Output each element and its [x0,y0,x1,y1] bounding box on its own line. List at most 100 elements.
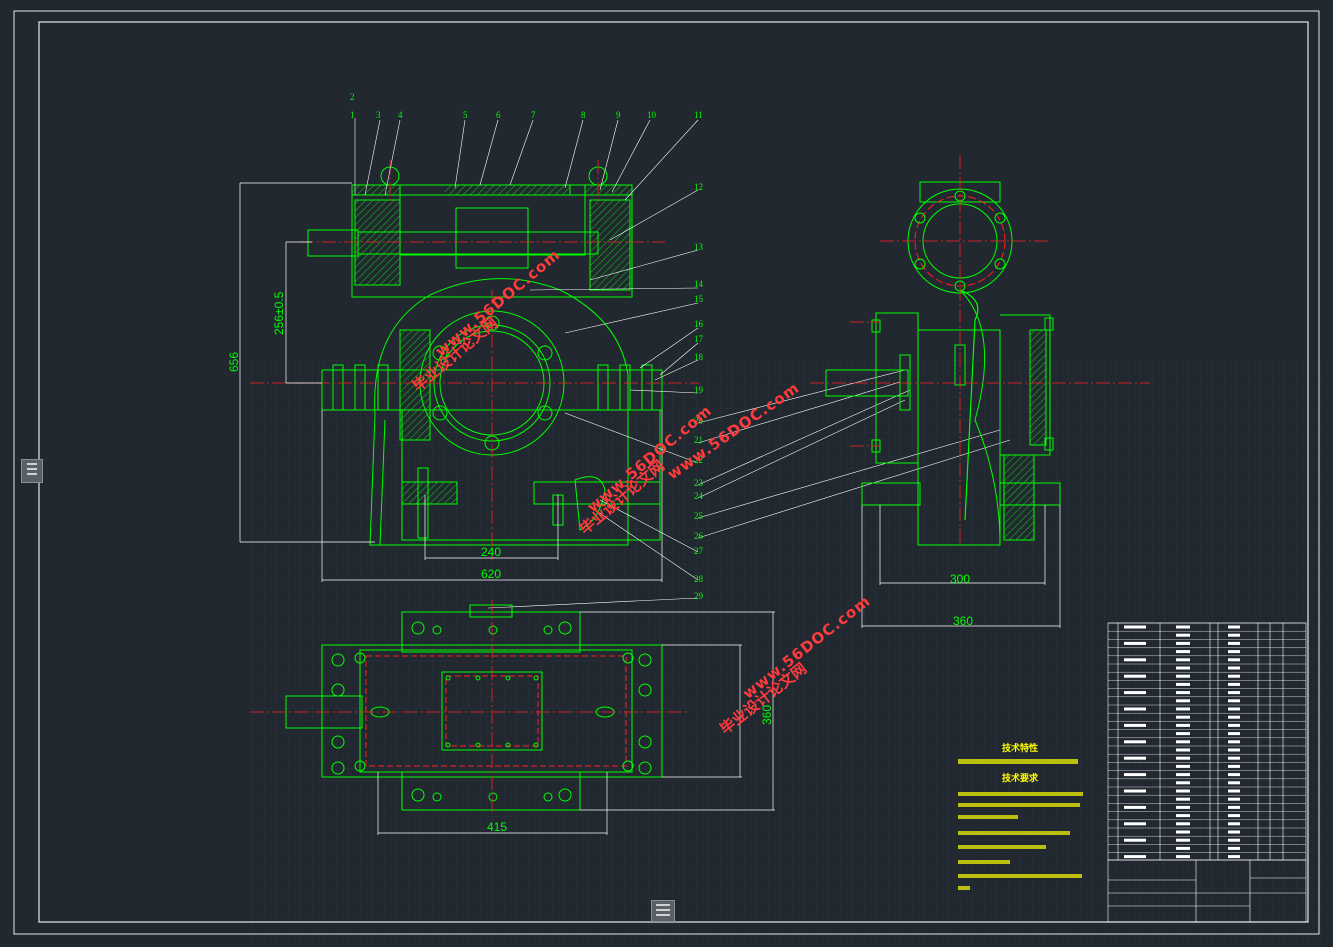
bom-text-bar [1124,805,1146,809]
bom-text-bar [1228,674,1240,678]
bom-text-bar [1228,756,1240,760]
tech-requirements-title: 技术要求 [1002,772,1039,784]
part-label: 4 [398,110,403,120]
dimension-656: 656 [227,352,241,372]
left-panel-toggle-icon[interactable] [21,459,43,483]
plan-centerlines [250,600,690,815]
bom-text-bar [1228,715,1240,719]
part-label: 14 [694,279,704,289]
bom-text-bar [1228,781,1240,785]
bom-text-bar [1176,707,1190,711]
dimension-415: 415 [487,820,507,834]
part-label: 22 [694,455,703,465]
part-label: 23 [694,478,704,488]
dimension-620: 620 [481,567,501,581]
bom-text-bar [1124,855,1146,859]
bom-text-bar [1176,822,1190,826]
bom-text-bar [1228,797,1240,801]
bom-text-bar [1176,830,1190,834]
part-label: 26 [694,531,704,541]
part-label: 15 [694,294,704,304]
side-centerlines [810,155,1150,545]
bom-text-bar [1124,707,1146,711]
part-label: 5 [463,110,468,120]
bom-text-bar [1228,658,1240,662]
bom-text-bar [1176,773,1190,777]
part-label: 13 [694,242,704,252]
bom-text-bar [1228,838,1240,842]
bom-text-bar [1228,641,1240,645]
bom-text-bar [1228,789,1240,793]
bom-text-bar [1228,650,1240,654]
part-label: 29 [694,591,704,601]
bom-text-bar [1228,748,1240,752]
dimension-256: 256±0.5 [272,291,286,335]
dimension-240: 240 [481,545,501,559]
bom-text-bar [1124,756,1146,760]
part-label: 21 [694,435,703,445]
bom-text-bar [1176,732,1190,736]
bom-text-bar [1176,650,1190,654]
bom-text-bar [1124,789,1146,793]
bom-text-bar [1228,846,1240,850]
bom-text-bar [1124,822,1146,826]
bom-text-bar [1228,691,1240,695]
bom-text-bar [1176,814,1190,818]
side-dimensions [861,505,1061,628]
bom-text-bar [1228,822,1240,826]
bom-text-bar [1176,797,1190,801]
bom-text-bar [1176,781,1190,785]
bom-text-bar [1176,674,1190,678]
part-label: 10 [647,110,657,120]
bom-text-bar [1176,748,1190,752]
bom-text-bar [1176,666,1190,670]
part-label: 3 [376,110,381,120]
bom-text-bar [1176,846,1190,850]
part-label: 16 [694,319,704,329]
bom-text-bar [1228,740,1240,744]
bom-text-bar [1124,641,1146,645]
dimension-360-plan: 360 [760,705,774,725]
part-label: 25 [694,511,704,521]
bom-text-bar [1228,723,1240,727]
bom-text-bar [1124,838,1146,842]
dimension-360-side: 360 [953,614,973,628]
front-dimensions [239,182,663,582]
title-block [1107,622,1307,923]
bom-text-bar [1176,723,1190,727]
part-label: 18 [694,352,704,362]
part-label: 1 [350,110,355,120]
bom-text-bar [1176,691,1190,695]
bom-text-bar [1228,633,1240,637]
bom-text-bar [1228,625,1240,629]
bom-text-bar [1124,658,1146,662]
bom-text-bar [1228,666,1240,670]
bom-text-bar [1228,764,1240,768]
tech-characteristics-title: 技术特性 [1002,742,1038,754]
part-label: 24 [694,491,704,501]
watermark-url: www.56DOC.com [432,246,564,361]
plan-dimensions [377,611,775,835]
bom-text-bar [1176,658,1190,662]
part-label: 7 [531,110,536,120]
bom-text-bar [1124,674,1146,678]
front-view [307,166,663,546]
part-label: 8 [581,110,586,120]
part-label: 28 [694,574,704,584]
bom-text-bar [1228,773,1240,777]
part-label: 2 [350,92,355,102]
grid-area [250,360,1333,947]
bom-rows [1108,622,1306,859]
bom-text-bar [1176,633,1190,637]
dimension-300: 300 [950,572,970,586]
bom-text-bar [1228,855,1240,859]
bottom-panel-toggle-icon[interactable] [651,900,675,922]
part-label: 20 [694,416,704,426]
bom-text-bar [1176,625,1190,629]
bom-text-bar [1176,699,1190,703]
leader-lines [354,118,1011,609]
bom-text-bar [1228,699,1240,703]
part-label: 19 [694,385,704,395]
bom-text-bar [1176,682,1190,686]
